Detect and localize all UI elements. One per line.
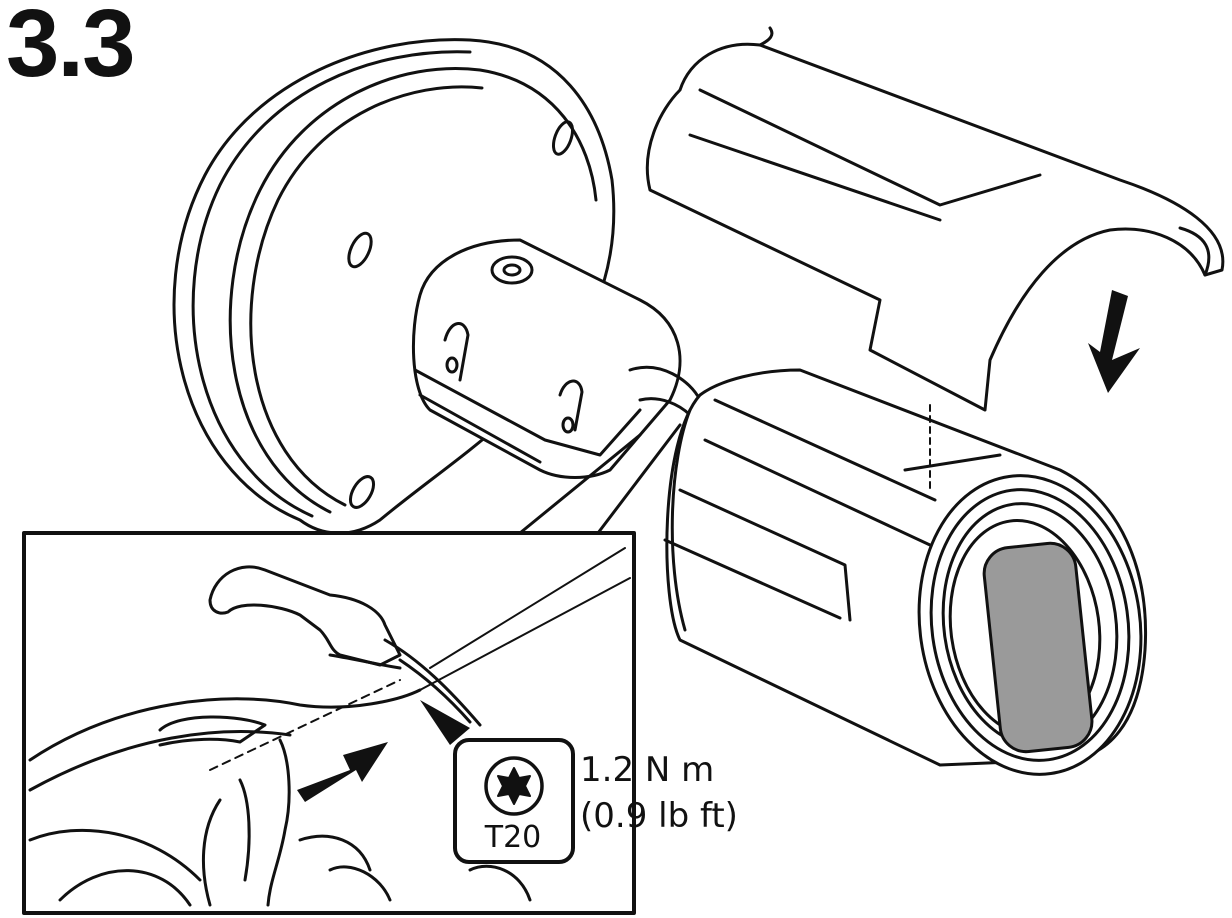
weather-shield [645,26,1225,412]
lens-window [982,541,1094,754]
callout-line [596,423,682,535]
screw-head [490,255,534,285]
mount-hole [348,475,376,509]
mount-hole [551,120,575,156]
torque-imperial: (0.9 lb ft) [580,796,738,836]
down-arrow-icon [1088,290,1140,393]
insert-arrow-icon [297,742,388,802]
torx-bit-label: T20 [484,820,542,855]
inset-detail [28,547,631,907]
tool-box [453,738,575,864]
mount-hole [347,231,373,269]
callout-line [518,433,642,535]
pointer-triangle [420,700,470,745]
step-number: 3.3 [6,0,135,97]
torx-bit-icon [484,756,544,816]
bracket [411,238,702,479]
torque-metric: 1.2 N m [580,750,715,790]
lens-front [917,474,1143,776]
alignment-line [209,679,401,771]
